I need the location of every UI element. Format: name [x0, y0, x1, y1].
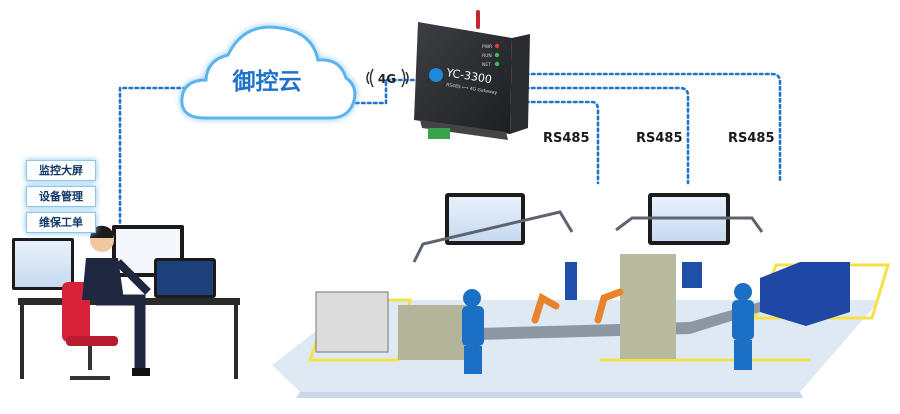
terminal-block [428, 128, 450, 139]
operator-legs [96, 294, 146, 370]
chair-seat [66, 336, 118, 346]
worker-left-body [462, 306, 484, 346]
floor-shadow [296, 392, 803, 398]
operator-shoe [132, 368, 150, 376]
led-net [494, 61, 500, 67]
worker-right-body [732, 300, 754, 340]
operator-arm [115, 259, 151, 295]
gateway-side [510, 34, 530, 134]
blue-cabinet [565, 262, 577, 300]
link-cloud-pc [118, 86, 188, 227]
operator-body [82, 258, 124, 300]
led-pwr [494, 43, 500, 49]
worker-right-legs [734, 340, 752, 370]
operator-station [12, 225, 240, 380]
machine-center [620, 254, 676, 359]
gantry-right [615, 216, 764, 233]
cloud-icon [180, 25, 357, 120]
gateway-device [414, 10, 530, 140]
gateway-body [414, 22, 512, 134]
rs485-label-1: RS485 [543, 131, 590, 146]
blue-panel [682, 262, 702, 288]
feature-maintenance-order: 维保工单 [26, 212, 96, 233]
worker-right-head [734, 283, 752, 301]
worker-left-head [463, 289, 481, 307]
feature-device-management: 设备管理 [26, 186, 96, 207]
link-rs485-3 [524, 72, 782, 185]
production-line [315, 193, 850, 374]
gantry-left [412, 210, 574, 263]
storage-rack [315, 291, 389, 353]
gateway-mount-bottom [420, 120, 508, 140]
desk-leg-left [20, 305, 24, 379]
worker-left-legs [464, 346, 482, 374]
led-run-label: RUN [482, 53, 492, 59]
signal-label: 4G [378, 72, 396, 86]
chair-base [70, 346, 110, 380]
led-pwr-label: PWR [482, 44, 492, 50]
machine-left [398, 305, 470, 360]
cloud-label: 御控云 [232, 68, 302, 95]
desk-leg-right [234, 305, 238, 379]
blue-crates [760, 262, 850, 326]
rs485-label-2: RS485 [636, 131, 683, 146]
dotted-links [118, 72, 782, 227]
feature-monitor-screen: 监控大屏 [26, 160, 96, 181]
signal-icon [366, 68, 409, 88]
link-cloud-gateway [348, 78, 420, 105]
rs485-label-3: RS485 [728, 131, 775, 146]
robot-arm-right [594, 288, 624, 324]
right-monitor-screen [157, 261, 213, 295]
robot-arm-left [531, 292, 560, 324]
led-run [494, 52, 500, 58]
link-rs485-1 [524, 100, 600, 185]
gateway-logo-icon [429, 68, 443, 82]
left-monitor-screen [15, 241, 71, 287]
led-net-label: NET [482, 62, 491, 68]
